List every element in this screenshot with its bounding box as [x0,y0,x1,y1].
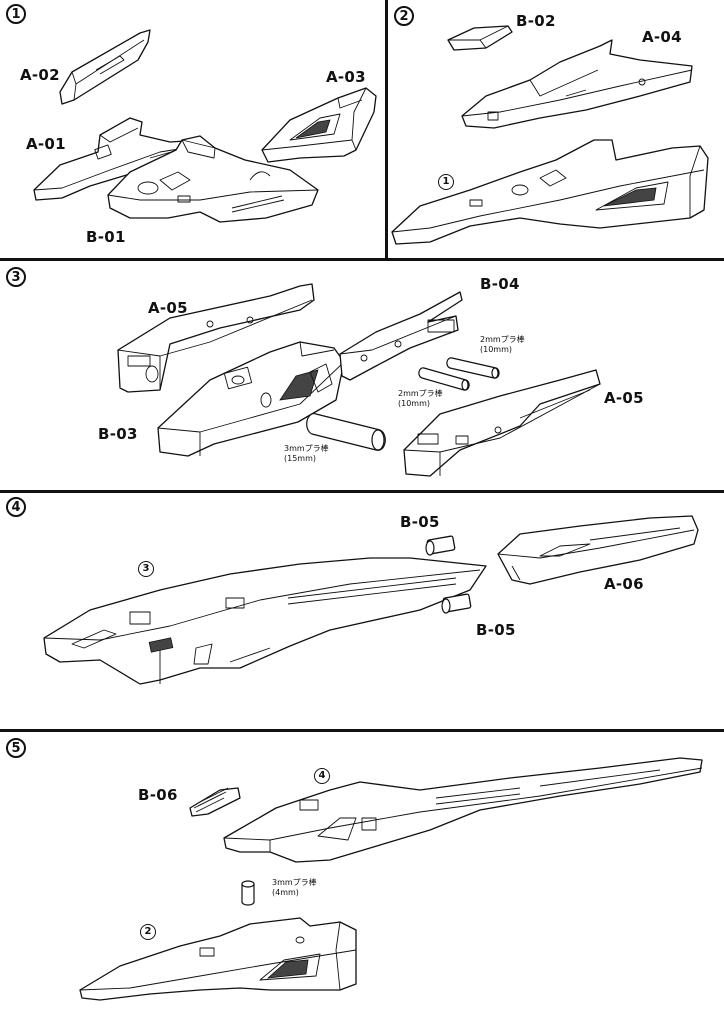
step-1-number: 1 [6,4,26,24]
label-a05-left: A-05 [148,299,188,317]
ref-subassembly-1: 1 [438,174,454,190]
label-a06: A-06 [604,575,644,593]
step-3-panel: 3 A-05 B-04 B-03 A-05 2mmプラ棒 (10mm) 2mmプ… [0,261,724,490]
part-a01-drawing [34,118,204,200]
step-5-panel: 5 B-06 4 2 3mmプラ棒 (4mm) [0,732,724,1024]
step-2-panel: 2 B-02 A-04 1 [388,0,724,258]
part-b05-top-drawing [426,536,455,555]
note-rod-2mm-b: 2mmプラ棒 (10mm) [398,389,443,408]
part-a05-right-drawing [404,370,600,476]
label-a02: A-02 [20,66,60,84]
part-b02-drawing [448,26,512,50]
note-rod-3mm-short: 3mmプラ棒 (4mm) [272,878,317,897]
part-a05-left-drawing [118,284,314,392]
label-b05-bottom: B-05 [476,621,516,639]
label-b01: B-01 [86,228,126,246]
divider-step1-step2 [385,0,388,259]
part-b04-drawing [340,292,462,380]
divider-step3-step4 [0,490,724,493]
part-a02-drawing [60,30,150,104]
ref-subassembly-4: 4 [314,768,330,784]
label-a03: A-03 [326,68,366,86]
divider-step4-step5 [0,729,724,732]
part-a03-drawing [262,88,376,162]
label-a04: A-04 [642,28,682,46]
step-4-panel: 4 B-05 A-06 B-05 3 [0,493,724,729]
ref-subassembly-3: 3 [138,561,154,577]
label-b04: B-04 [480,275,520,293]
subassembly-2-drawing [80,918,356,1000]
ref-subassembly-2: 2 [140,924,156,940]
part-a06-drawing [498,516,698,584]
rod-2mm-b-drawing [419,368,469,390]
step-5-number: 5 [6,738,26,758]
rod-3mm-drawing [307,414,386,451]
part-b05-bottom-drawing [442,594,471,613]
divider-step2-step3 [0,258,724,261]
label-a01: A-01 [26,135,66,153]
step-1-panel: 1 A-02 A-01 A-03 B-01 [0,0,385,258]
rod-2mm-a-drawing [447,358,499,378]
subassembly-3-drawing [44,558,486,684]
label-a05-right: A-05 [604,389,644,407]
label-b06: B-06 [138,786,178,804]
step-2-number: 2 [394,6,414,26]
part-b03-drawing [158,342,344,456]
subassembly-4-drawing [224,758,702,862]
part-b01-drawing [108,136,318,222]
label-b05-top: B-05 [400,513,440,531]
label-b02: B-02 [516,12,556,30]
subassembly-1-drawing [392,140,708,244]
note-rod-2mm-a: 2mmプラ棒 (10mm) [480,335,525,354]
part-b06-drawing [190,788,240,816]
note-rod-3mm: 3mmプラ棒 (15mm) [284,444,329,463]
label-b03: B-03 [98,425,138,443]
rod-3mm-short-drawing [242,881,254,905]
step-3-number: 3 [6,267,26,287]
part-a04-drawing [462,40,692,128]
step-4-number: 4 [6,497,26,517]
